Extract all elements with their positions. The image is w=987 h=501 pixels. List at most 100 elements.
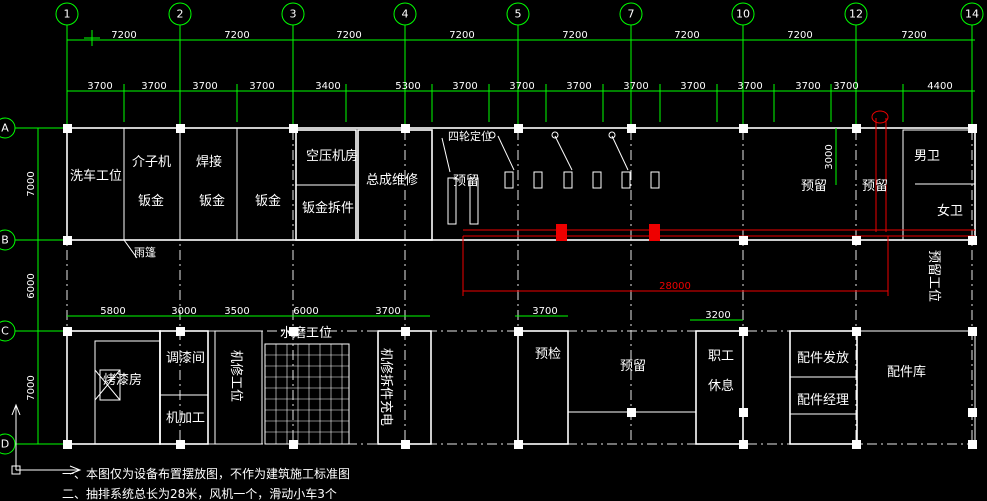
dims-left: 7000 6000 7000 (26, 171, 37, 400)
dim-second-11: 3700 (680, 81, 705, 92)
label-precheck: 预检 (535, 347, 561, 362)
dim-lower-7: 3200 (705, 310, 730, 321)
grid-label-c: C (1, 325, 9, 338)
grid-label-d: D (1, 438, 9, 451)
label-car-wash: 洗车工位 (70, 168, 122, 184)
columns (63, 124, 977, 449)
grid-label-3: 3 (290, 8, 297, 21)
grid-bubble-2: 2 (168, 2, 192, 26)
dims-top: 7200 7200 7200 7200 7200 7200 7200 7200 (111, 30, 926, 41)
dim-second-6: 5300 (395, 81, 420, 92)
label-parts-store: 配件库 (887, 364, 926, 380)
trolley-1 (556, 224, 567, 241)
dim-second-10: 3700 (623, 81, 648, 92)
label-sheet-1: 钣金 (138, 193, 164, 209)
grid-label-b: B (1, 234, 9, 247)
grid-bubble-c: C (0, 320, 16, 342)
dim-top-2: 7200 (224, 30, 249, 41)
label-male-wc: 男卫 (914, 149, 940, 164)
label-machining: 机加工 (166, 411, 205, 426)
grid-bubble-3: 3 (281, 2, 305, 26)
dim-top-4: 7200 (449, 30, 474, 41)
label-reserve-3: 预留 (862, 179, 888, 194)
grid-bubble-7: 7 (619, 2, 643, 26)
grid-label-a: A (1, 122, 9, 135)
label-female-wc: 女卫 (937, 203, 963, 219)
label-reserve-4: 预留 (620, 359, 646, 374)
label-reserve-2: 预留 (801, 179, 827, 194)
dim-lower-4: 6000 (293, 306, 318, 317)
dim-second-4: 3700 (249, 81, 274, 92)
label-wheel-align: 四轮定位 (448, 129, 492, 143)
label-assembly: 总成维修 (366, 173, 418, 188)
trolley-2 (649, 224, 660, 241)
label-staff-rest-1: 职工 (708, 349, 734, 364)
grid-bubble-b: B (0, 229, 16, 251)
label-sheet-3: 钣金 (255, 193, 281, 209)
dim-second-14: 3700 (833, 81, 858, 92)
dim-lower-3: 3500 (224, 306, 249, 317)
dim-top-5: 7200 (562, 30, 587, 41)
grid-bubble-12: 12 (844, 2, 868, 26)
dim-second-12: 3700 (737, 81, 762, 92)
dims-second: 3700 3700 3700 3700 3400 5300 3700 3700 … (87, 81, 952, 92)
grind-grid (265, 344, 349, 444)
grid-label-12: 12 (849, 8, 863, 21)
grid-bubble-a: A (0, 117, 16, 139)
dim-lower-1: 5800 (100, 306, 125, 317)
grid-bubble-d: D (0, 433, 16, 455)
grid-bubble-10: 10 (731, 2, 755, 26)
label-reserve-station: 预留工位 (926, 250, 941, 302)
note-1: 一、本图仅为设备布置摆放图，不作为建筑施工标准图 (62, 466, 350, 481)
dim-top-7: 7200 (787, 30, 812, 41)
dim-second-5: 3400 (315, 81, 340, 92)
label-reserve-1: 预留 (453, 174, 479, 189)
dim-second-3: 3700 (192, 81, 217, 92)
grid-label-14: 14 (965, 8, 979, 21)
grid-label-1: 1 (64, 8, 71, 21)
label-staff-rest-2: 休息 (708, 378, 734, 394)
walls-upper (66, 127, 976, 259)
dim-top-3: 7200 (336, 30, 361, 41)
label-parts-manage: 配件经理 (797, 393, 849, 408)
grid-label-10: 10 (736, 8, 750, 21)
room-labels-lower: 烤漆房 调漆间 机加工 水磨工位 机修工位 机修拆件充电 预检 预留 职工 休息… (103, 326, 926, 426)
exhaust-system: 28000 (462, 110, 975, 296)
label-weld: 焊接 (196, 154, 222, 170)
dim-second-15: 4400 (927, 81, 952, 92)
dim-top-8: 7200 (901, 30, 926, 41)
dim-lower-6: 3700 (532, 306, 557, 317)
dim-lines-lower (67, 315, 743, 321)
dim-lower-2: 3000 (171, 306, 196, 317)
dim-top-6: 7200 (674, 30, 699, 41)
grid-bubble-5: 5 (506, 2, 530, 26)
grid-bubble-14: 14 (960, 2, 984, 26)
label-jiezi: 介子机 (132, 155, 171, 170)
dim-second-7: 3700 (452, 81, 477, 92)
dim-second-9: 3700 (566, 81, 591, 92)
label-mech-station: 机修工位 (228, 350, 243, 402)
label-bake-room: 烤漆房 (103, 372, 142, 388)
dim-second-8: 3700 (509, 81, 534, 92)
label-sheet-dismantle: 钣金拆件 (302, 200, 354, 216)
label-compressor: 空压机房 (306, 148, 358, 164)
grid-label-2: 2 (177, 8, 184, 21)
dimension-line-top (67, 30, 975, 92)
dim-second-2: 3700 (141, 81, 166, 92)
dim-left-1: 7000 (26, 171, 37, 196)
dim-3000: 3000 (824, 128, 837, 185)
equipment-upper (441, 128, 837, 225)
walls-lower (66, 330, 976, 445)
dim-second-1: 3700 (87, 81, 112, 92)
dims-lower: 5800 3000 3500 6000 3700 3700 3200 (100, 306, 730, 321)
dim-top-1: 7200 (111, 30, 136, 41)
grid-bubble-4: 4 (393, 2, 417, 26)
label-parts-dist: 配件发放 (797, 350, 849, 366)
grid-lines-left (15, 127, 68, 445)
dim-lower-5: 3700 (375, 306, 400, 317)
dim-exhaust-length: 28000 (659, 281, 691, 292)
grid-bubble-1: 1 (55, 2, 79, 26)
label-paint-mix: 调漆间 (166, 350, 205, 366)
label-grind-station: 水磨工位 (280, 326, 332, 341)
